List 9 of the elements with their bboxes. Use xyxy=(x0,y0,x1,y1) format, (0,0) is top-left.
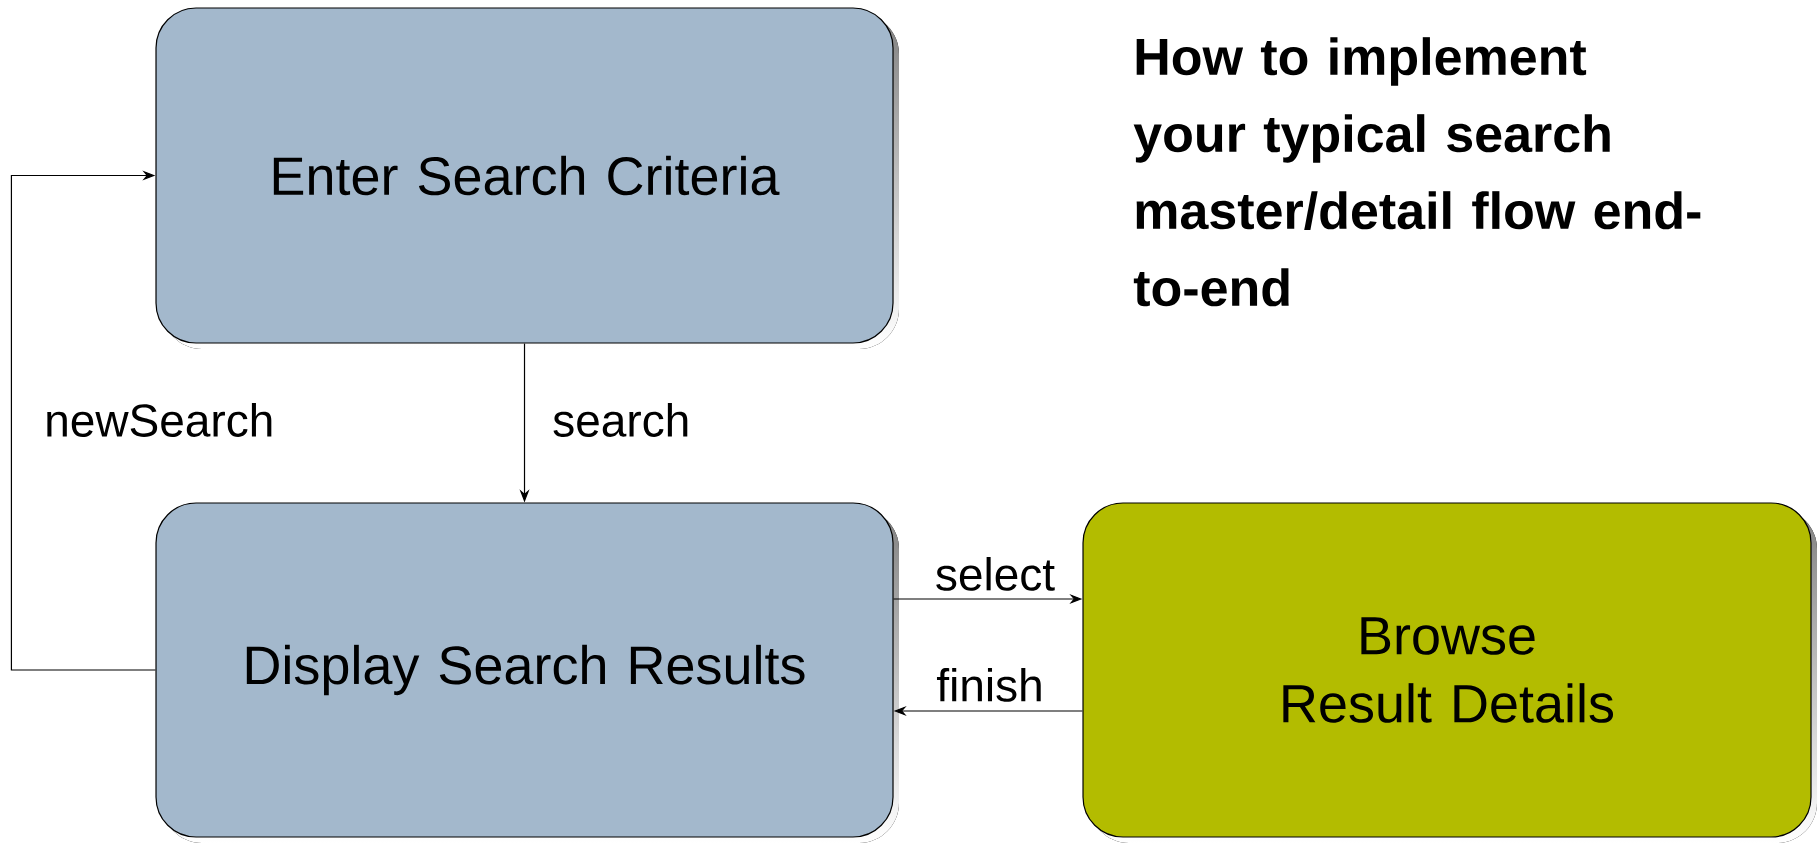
edge-label: newSearch xyxy=(42,401,277,439)
process-box: Browse Result Details xyxy=(1082,502,1817,843)
title: How to implement your typical search master/detail flow end-to-end xyxy=(1133,37,1701,307)
edge-label: select xyxy=(932,555,1058,593)
edge-label: finish xyxy=(934,666,1046,704)
process-box: Enter Search Criteria xyxy=(155,7,899,349)
edge-label: search xyxy=(550,401,693,439)
arrow xyxy=(10,170,156,671)
process-box: Display Search Results xyxy=(155,502,899,843)
